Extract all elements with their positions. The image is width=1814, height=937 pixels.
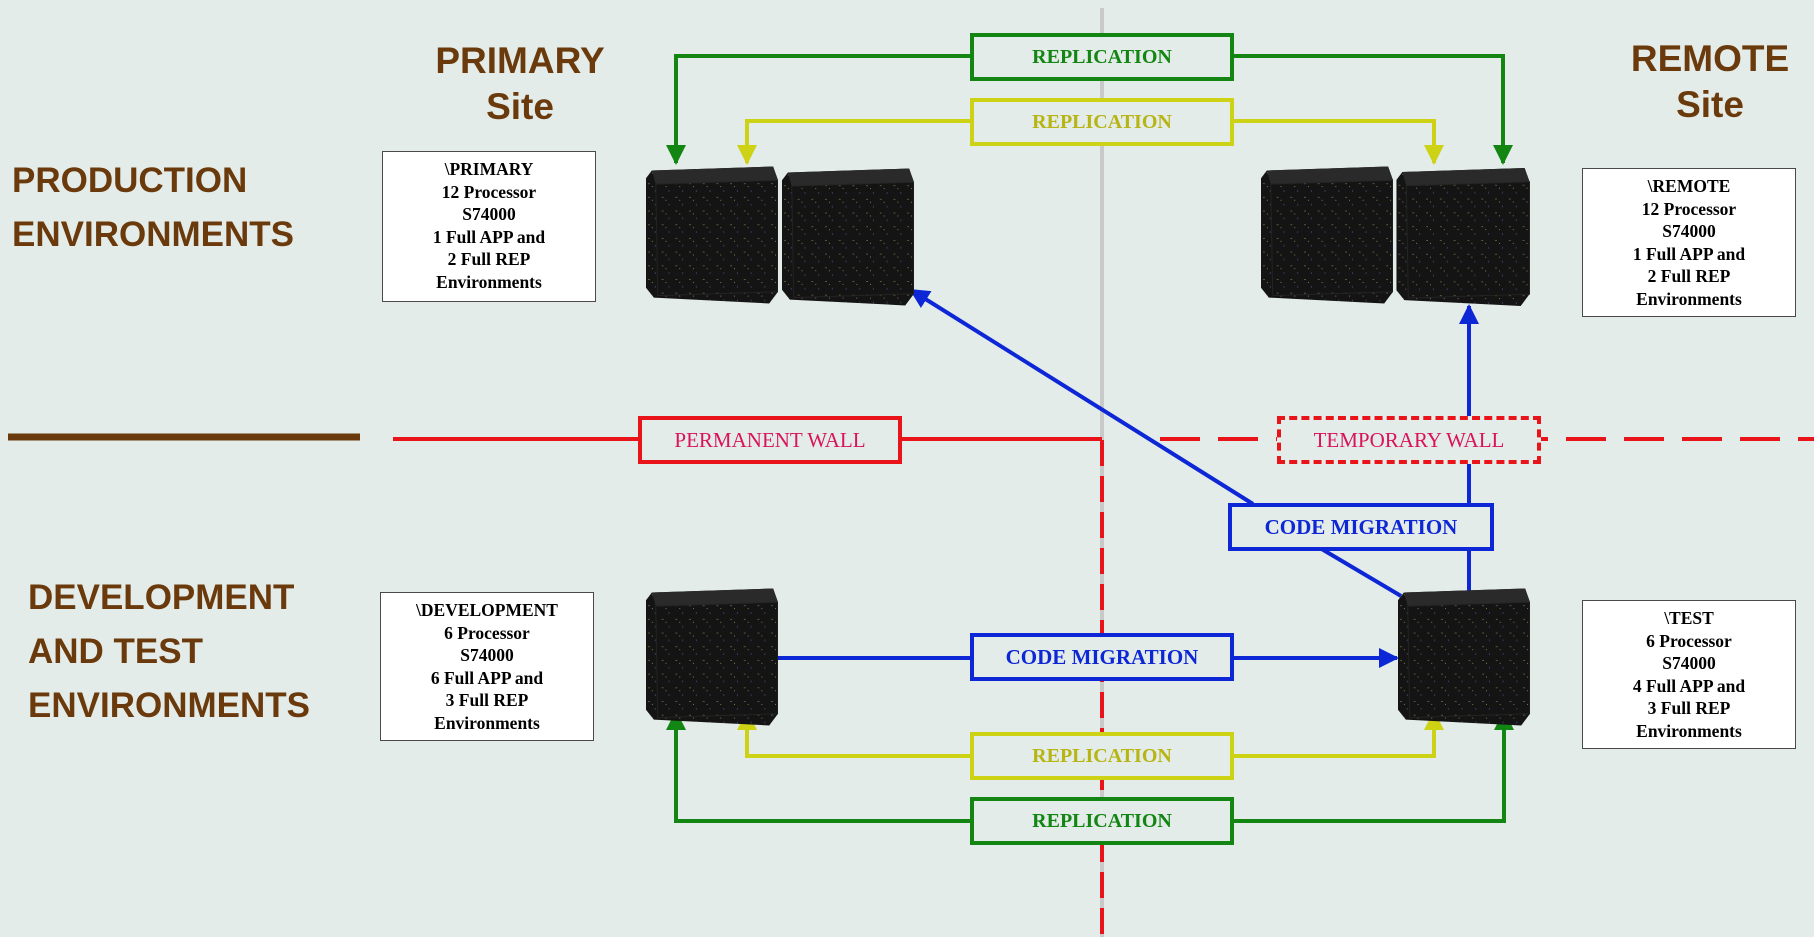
code-migration-label-dev-to-test: CODE MIGRATION <box>970 633 1234 681</box>
system-model: S74000 <box>460 645 514 665</box>
system-envs-label: Environments <box>1636 720 1742 741</box>
replication-arrow-dev-inner-right <box>1233 710 1444 758</box>
remote-site-subtitle: Site <box>1676 84 1744 125</box>
code-migration-arrow-test-to-primary <box>1318 546 1403 598</box>
server-rack-icon <box>646 166 778 304</box>
code-migration-label-test-to-prod: CODE MIGRATION <box>1228 503 1494 551</box>
primary-site-title: PRIMARY <box>435 40 605 81</box>
system-model: S74000 <box>462 204 516 224</box>
replication-arrow-dev-outer <box>666 710 970 823</box>
primary-site-subtitle: Site <box>486 86 554 127</box>
test-system-info: \TEST 6 Processor S74000 4 Full APP and … <box>1582 600 1796 749</box>
remote-system-info: \REMOTE 12 Processor S74000 1 Full APP a… <box>1582 168 1796 317</box>
system-model: S74000 <box>1662 221 1716 241</box>
system-rep-envs: 3 Full REP <box>1647 698 1731 718</box>
primary-system-info: \PRIMARY 12 Processor S74000 1 Full APP … <box>382 151 596 302</box>
development-heading-line-1: DEVELOPMENT <box>28 578 295 617</box>
system-name: \TEST <box>1664 608 1714 628</box>
system-name: \DEVELOPMENT <box>416 600 558 620</box>
replication-label-dev-outer: REPLICATION <box>970 797 1234 845</box>
system-model: S74000 <box>1662 653 1716 673</box>
remote-site-title: REMOTE <box>1630 38 1790 79</box>
replication-label-prod-outer: REPLICATION <box>970 33 1234 81</box>
system-processors: 6 Processor <box>444 622 530 643</box>
replication-label-prod-inner: REPLICATION <box>970 98 1234 146</box>
system-rep-envs: 2 Full REP <box>1647 266 1731 286</box>
system-processors: 6 Processor <box>1646 630 1732 651</box>
remote-site-heading: REMOTE Site <box>1620 36 1800 128</box>
system-app-envs: 4 Full APP and <box>1632 675 1746 696</box>
replication-arrow-prod-outer <box>666 54 970 165</box>
replication-arrow-prod-outer-right <box>1233 54 1513 165</box>
system-envs-label: Environments <box>434 712 540 733</box>
permanent-wall-label: PERMANENT WALL <box>638 416 902 464</box>
production-heading-line-1: PRODUCTION <box>12 161 248 200</box>
server-rack-icon <box>1396 168 1530 306</box>
replication-label-dev-inner: REPLICATION <box>970 732 1234 780</box>
development-system-info: \DEVELOPMENT 6 Processor S74000 6 Full A… <box>380 592 594 741</box>
server-rack-icon <box>1261 166 1393 304</box>
system-name: \REMOTE <box>1647 176 1731 196</box>
replication-arrow-dev-outer-right <box>1233 710 1514 823</box>
system-app-envs: 1 Full APP and <box>1632 243 1746 264</box>
replication-arrow-prod-inner-right <box>1233 119 1444 165</box>
system-name: \PRIMARY <box>444 159 534 179</box>
system-app-envs: 1 Full APP and <box>432 226 546 247</box>
server-rack-icon <box>1398 588 1530 726</box>
development-heading-line-3: ENVIRONMENTS <box>28 686 310 725</box>
development-heading-line-2: AND TEST <box>28 632 203 671</box>
system-envs-label: Environments <box>436 271 542 292</box>
system-rep-envs: 2 Full REP <box>447 249 531 269</box>
system-processors: 12 Processor <box>441 181 537 202</box>
development-environments-heading: DEVELOPMENT AND TEST ENVIRONMENTS <box>28 571 310 733</box>
system-rep-envs: 3 Full REP <box>445 690 529 710</box>
system-app-envs: 6 Full APP and <box>430 667 544 688</box>
replication-arrow-prod-inner <box>737 119 970 165</box>
server-rack-icon <box>782 168 914 306</box>
server-rack-icon <box>646 588 778 726</box>
code-migration-arrow-test-to-primary-upper <box>909 288 1255 506</box>
production-environments-heading: PRODUCTION ENVIRONMENTS <box>12 154 294 262</box>
temporary-wall-label: TEMPORARY WALL <box>1277 416 1541 464</box>
replication-arrow-dev-inner <box>737 710 970 758</box>
production-heading-line-2: ENVIRONMENTS <box>12 215 294 254</box>
primary-site-heading: PRIMARY Site <box>420 38 620 130</box>
system-envs-label: Environments <box>1636 288 1742 309</box>
system-processors: 12 Processor <box>1641 198 1737 219</box>
